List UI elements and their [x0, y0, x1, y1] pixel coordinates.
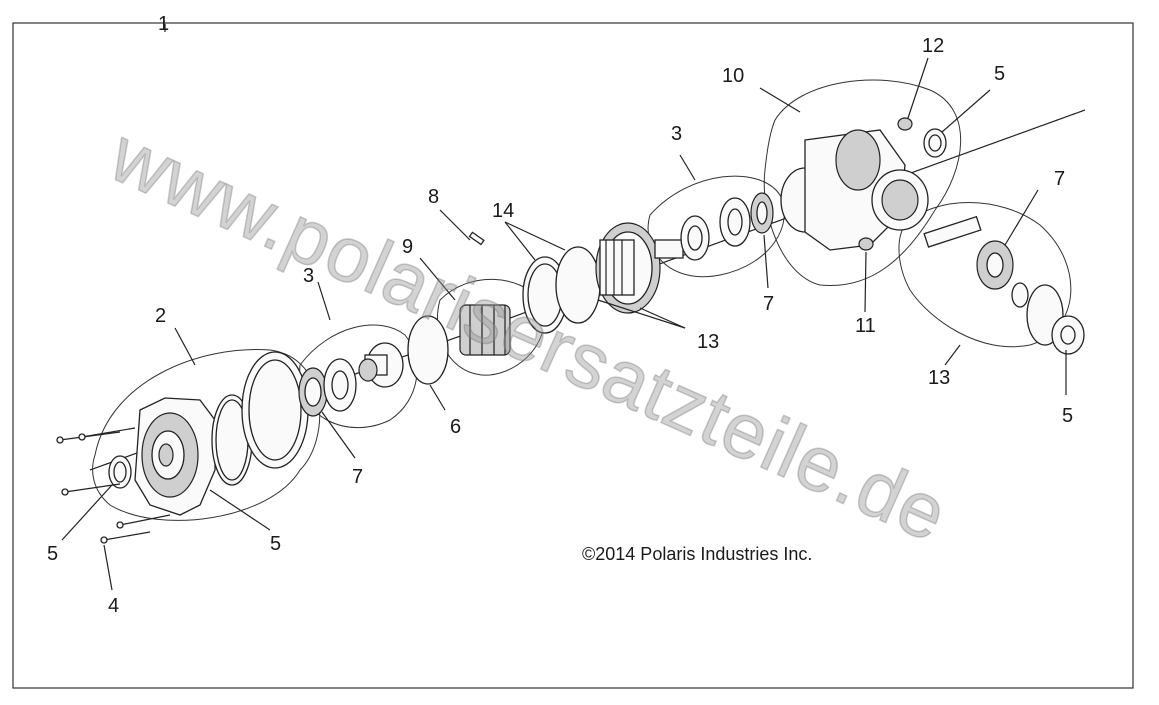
ring-gear-part — [595, 222, 661, 314]
bearing-output-part — [976, 240, 1014, 290]
hub-left-part — [358, 342, 404, 388]
copyright-text: ©2014 Polaris Industries Inc. — [582, 544, 812, 564]
callout-screw: 4 — [108, 595, 119, 617]
bearing-group-left-outline — [299, 324, 418, 429]
callout-assembly: 1 — [158, 13, 169, 35]
screws-part — [56, 427, 171, 544]
callout-drain-plug: 11 — [855, 315, 876, 337]
callout-ring-gear-group: 13 — [697, 331, 719, 353]
callout-bearing-group-left: 3 — [303, 265, 314, 287]
drain-plug-part — [858, 237, 874, 251]
output-shaft-part — [923, 215, 982, 248]
callout-pin: 8 — [428, 186, 439, 208]
callout-shim-rings: 14 — [492, 200, 514, 222]
seal-housing-part — [923, 128, 947, 158]
callout-bearing-group-right: 3 — [671, 123, 682, 145]
callout-seal-left-outer: 5 — [47, 543, 58, 565]
callout-roll-cage: 9 — [402, 236, 413, 258]
spacer-left-part — [323, 358, 357, 412]
seal-left-outer-part — [108, 455, 132, 489]
fill-plug-part — [897, 117, 913, 131]
callout-output-group: 13 — [928, 367, 950, 389]
housing-part — [780, 129, 929, 251]
cover-part — [134, 397, 216, 516]
callout-bearing-center: 7 — [763, 293, 774, 315]
callout-bearing-left: 7 — [352, 466, 363, 488]
plate-part — [407, 315, 449, 385]
leader-lines — [61, 24, 1067, 591]
cover-plate-ring-part — [241, 351, 309, 469]
callout-seal-cover: 5 — [270, 533, 281, 555]
cover-group-outline — [92, 349, 321, 521]
callout-fill-plug: 12 — [922, 35, 944, 57]
callout-seal-housing: 5 — [994, 63, 1005, 85]
diagram-frame — [12, 22, 1134, 689]
bearing-left-part — [298, 367, 328, 417]
bearing-spacer-right-part — [680, 197, 751, 261]
callout-housing: 10 — [722, 65, 744, 87]
washer-output-part — [1051, 315, 1085, 355]
housing-group-outline — [763, 79, 962, 287]
shaft-right-part — [654, 239, 684, 259]
callout-washer-output: 5 — [1062, 405, 1073, 427]
callout-bearing-output: 7 — [1054, 168, 1065, 190]
bearing-center-part — [750, 192, 774, 234]
roll-cage-part — [459, 304, 511, 356]
callout-plate: 6 — [450, 416, 461, 438]
callout-cover-group: 2 — [155, 305, 166, 327]
pin-part — [468, 231, 485, 246]
shim-rings-part — [522, 246, 601, 334]
bearing-group-right-outline — [647, 175, 785, 278]
